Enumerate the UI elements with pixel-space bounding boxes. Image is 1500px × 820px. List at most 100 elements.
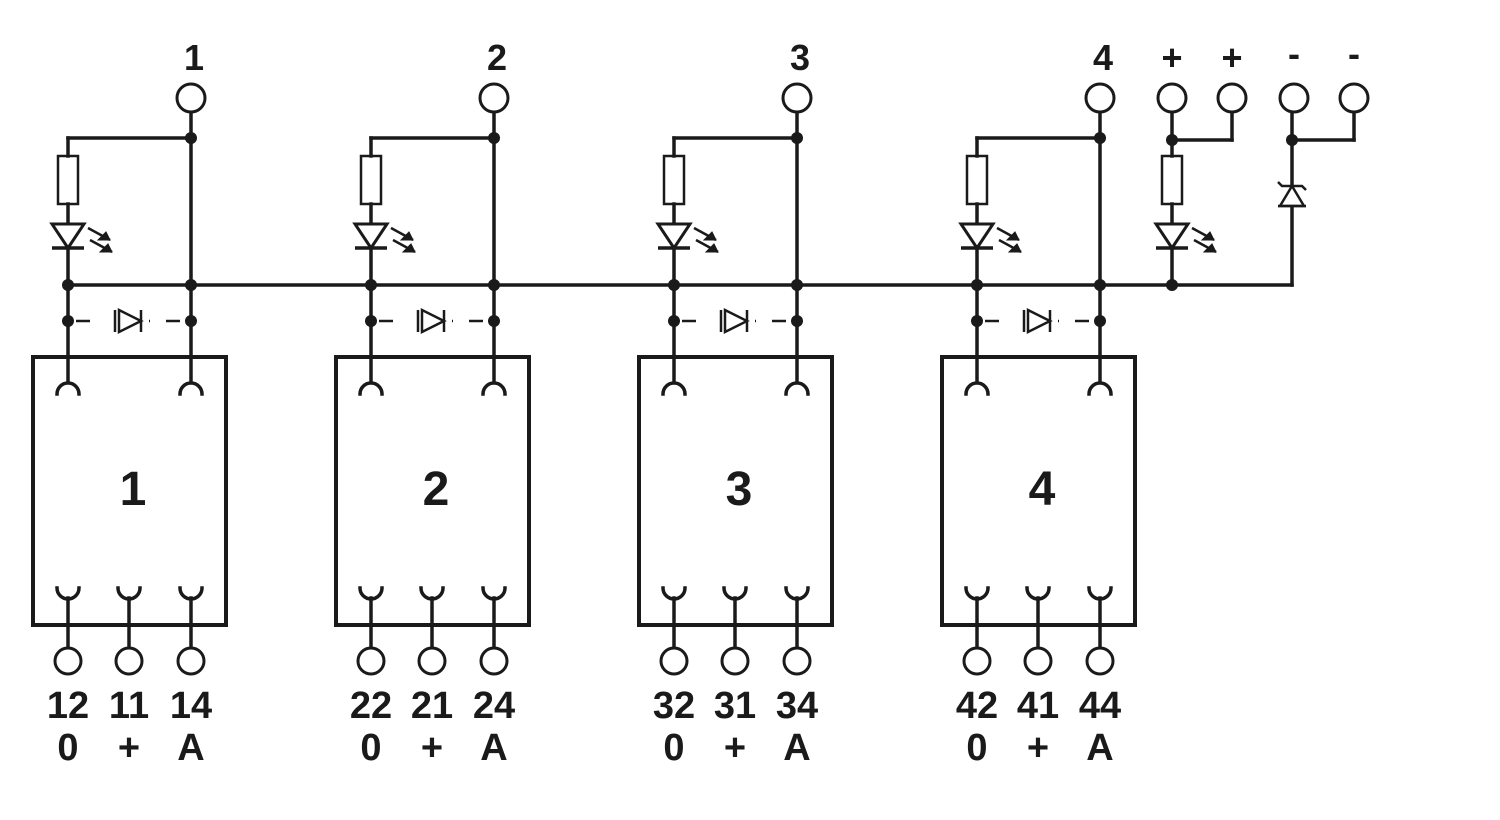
terminal-icon [659,646,689,676]
channels-layer: 1112011+14A2222021+24A3332031+34A4442041… [31,37,1137,769]
resistor-icon [56,154,80,206]
module-box [31,355,228,627]
pin-number-label: 12 [47,685,89,727]
socket-contact-icon [1087,381,1113,396]
junction-dot-icon [62,279,74,291]
pin-function-label: A [1086,727,1113,769]
junction-dot-icon [185,132,197,144]
terminal-icon [479,646,509,676]
module-label: 4 [1029,463,1056,516]
junction-dot-icon [1094,315,1106,327]
pin-number-label: 14 [170,685,212,727]
terminal-icon [1338,82,1370,114]
pin-number-label: 24 [473,685,515,727]
terminal-icon [356,646,386,676]
terminal-icon [53,646,83,676]
terminal-icon [1216,82,1248,114]
led-icon [959,222,1023,254]
zener-diode-icon [1276,180,1308,208]
supply-terminal-label-3: - [1288,33,1300,74]
pin-number-label: 11 [109,685,149,727]
pin-function-label: 0 [663,727,684,769]
pin-function-label: A [783,727,810,769]
socket-contact-icon [358,381,384,396]
terminal-icon [417,646,447,676]
junction-dot-icon [365,279,377,291]
channel-terminal-label: 4 [1093,37,1113,78]
supply-section: + + - - [1154,33,1370,291]
pin-number-label: 34 [776,685,818,727]
pin-number-label: 22 [350,685,392,727]
pin-number-label: 41 [1017,685,1059,727]
terminal-icon [114,646,144,676]
socket-contact-icon [55,381,81,396]
pin-number-label: 21 [411,685,453,727]
pin-number-label: 44 [1079,685,1121,727]
terminal-icon [1156,82,1188,114]
terminal-icon [1085,646,1115,676]
junction-dot-icon [488,279,500,291]
junction-dot-icon [971,315,983,327]
socket-contact-icon [661,381,687,396]
resistor-icon [359,154,383,206]
pin-function-label: 0 [57,727,78,769]
pin-function-label: 0 [966,727,987,769]
junction-dot-icon [1094,132,1106,144]
led-icon [353,222,417,254]
terminal-icon [782,646,812,676]
pin-number-label: 42 [956,685,998,727]
junction-dot-icon [1166,279,1178,291]
junction-dot-icon [971,279,983,291]
pin-function-label: 0 [360,727,381,769]
junction-dot-icon [1286,134,1298,146]
resistor-icon [965,154,989,206]
supply-terminal-label-2: + [1221,37,1242,78]
terminal-icon [1084,82,1116,114]
led-icon [656,222,720,254]
supply-terminal-label-1: + [1161,37,1182,78]
socket-contact-icon [964,381,990,396]
channel-terminal-label: 2 [487,37,507,78]
socket-contact-icon [784,381,810,396]
channel-terminal-label: 1 [184,37,204,78]
junction-dot-icon [1166,134,1178,146]
junction-dot-icon [488,315,500,327]
junction-dot-icon [668,279,680,291]
pin-number-label: 32 [653,685,695,727]
pin-function-label: + [724,727,746,769]
channel-terminal-label: 3 [790,37,810,78]
channel-3: 3 3 320 31+34A [637,37,834,769]
junction-dot-icon [791,279,803,291]
pin-function-label: + [118,727,140,769]
terminal-icon [1278,82,1310,114]
junction-dot-icon [791,315,803,327]
pin-function-label: + [421,727,443,769]
terminal-icon [720,646,750,676]
junction-dot-icon [62,315,74,327]
terminal-icon [478,82,510,114]
junction-dot-icon [488,132,500,144]
terminal-icon [1023,646,1053,676]
supply-terminal-label-4: - [1348,33,1360,74]
module-box [637,355,834,627]
resistor-icon [1160,154,1184,206]
resistor-icon [662,154,686,206]
pin-function-label: + [1027,727,1049,769]
module-label: 2 [423,463,450,516]
module-label: 1 [120,463,147,516]
socket-contact-icon [481,381,507,396]
module-label: 3 [726,463,753,516]
terminal-icon [962,646,992,676]
pin-number-label: 31 [714,685,756,727]
terminal-icon [781,82,813,114]
junction-dot-icon [185,279,197,291]
pin-function-label: A [177,727,204,769]
socket-contact-icon [178,381,204,396]
junction-dot-icon [365,315,377,327]
module-box [940,355,1137,627]
junction-dot-icon [791,132,803,144]
